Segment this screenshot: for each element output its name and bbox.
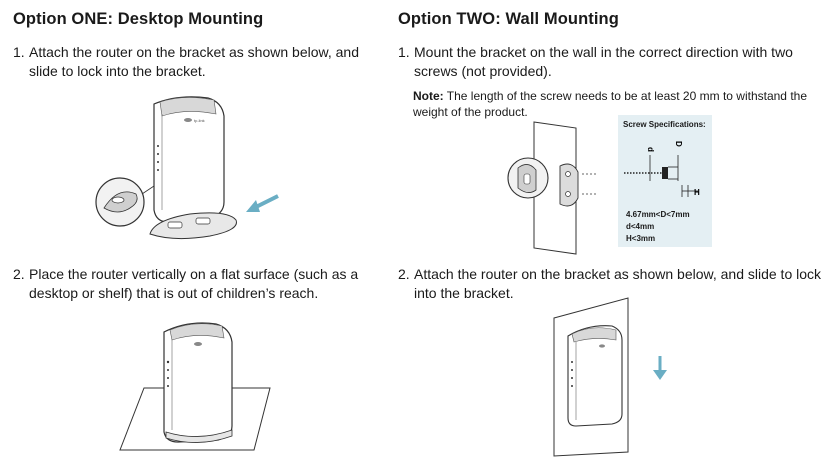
option-one-step-1: 1. Attach the router on the bracket as s… [13,43,373,81]
router-body [567,325,623,427]
brand-logo-mark [194,342,202,346]
option-two-step-2: 2. Attach the router on the bracket as s… [398,265,830,303]
step-text: Mount the bracket on the wall in the cor… [414,44,793,79]
router-vent-grille [571,327,617,343]
brand-logo-mark [599,344,605,348]
label-H: H [694,188,700,197]
step-text: Place the router vertically on a flat su… [29,266,359,301]
label-d: d [646,147,655,152]
option-one-step-2: 2. Place the router vertically on a flat… [13,265,373,303]
step-text: Attach the router on the bracket as show… [29,44,359,79]
router-on-surface-illustration [119,322,271,451]
spec-line-H: H<3mm [626,234,656,243]
brand-logo-mark [184,118,192,122]
step-number: 2. [398,266,410,282]
screw-head [662,167,668,179]
label-D: D [674,141,683,147]
note-label: Note: [413,89,444,103]
screw-spec-lines: 4.67mm<D<7mm d<4mm H<3mm [626,209,690,245]
step-number: 2. [13,266,25,282]
router-vent-grille [159,97,217,117]
slide-down-arrow [653,356,667,380]
option-two-title: Option TWO: Wall Mounting [398,10,619,28]
screw-specifications-box: Screw Specifications: d D H 4.67mm<D<7mm… [618,115,712,247]
screw-diagram: d D H [624,141,700,197]
router-body [153,96,225,223]
router-on-wall-illustration [553,297,667,457]
slide-direction-arrow [246,194,279,212]
spec-line-d: d<4mm [626,222,655,231]
spec-line-D: 4.67mm<D<7mm [626,210,690,219]
router-led-dots [157,145,159,171]
desktop-bracket-illustration: tp-link [95,96,279,240]
desktop-bracket [149,212,237,240]
router-led-dots [166,360,170,387]
router-vent-grille [169,323,225,341]
router-base-bracket [165,429,233,443]
step-number: 1. [13,44,25,60]
wall [533,121,577,255]
option-two-step-1: 1. Mount the bracket on the wall in the … [398,43,830,81]
router-led-dots [571,361,573,387]
option-one-title: Option ONE: Desktop Mounting [13,10,264,28]
note-text: The length of the screw needs to be at l… [413,89,807,119]
wall-bracket-illustration [507,121,596,255]
screw-length-note: Note: The length of the screw needs to b… [413,88,831,120]
step-text: Attach the router on the bracket as show… [414,266,822,301]
screw-specs-title: Screw Specifications: [623,120,706,129]
wall-bracket [559,163,579,207]
router-body [163,322,233,443]
brand-logo-text: tp-link [194,118,205,123]
step-number: 1. [398,44,410,60]
